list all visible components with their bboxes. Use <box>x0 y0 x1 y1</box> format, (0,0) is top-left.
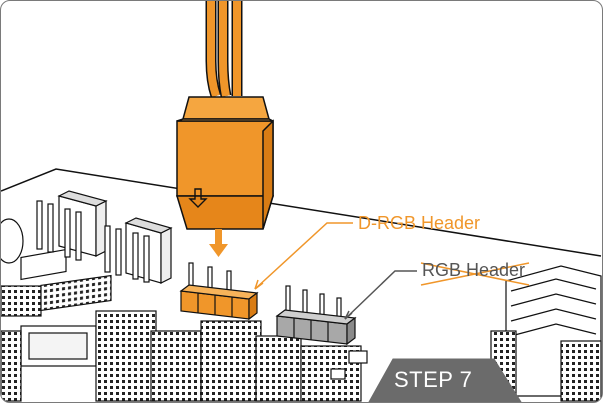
fan-header-1 <box>36 190 108 261</box>
rgb-header <box>275 285 357 346</box>
heatsink-right <box>490 265 602 402</box>
drgb-cable <box>205 1 243 98</box>
drgb-callout-line <box>254 222 353 290</box>
step-banner <box>368 358 522 402</box>
drgb-header <box>179 262 259 321</box>
board-components-left <box>1 218 368 402</box>
step-label: STEP 7 <box>394 367 473 392</box>
crossed-out-icon <box>420 262 530 286</box>
drgb-connector-plug <box>175 96 275 230</box>
insert-arrow-icon <box>209 229 228 257</box>
rgb-callout-line <box>344 270 417 320</box>
down-arrow-icon <box>188 188 208 208</box>
drgb-header-label: D-RGB Header <box>358 213 481 233</box>
fan-header-2 <box>104 217 173 284</box>
rgb-header-label: RGB Header <box>422 260 526 280</box>
